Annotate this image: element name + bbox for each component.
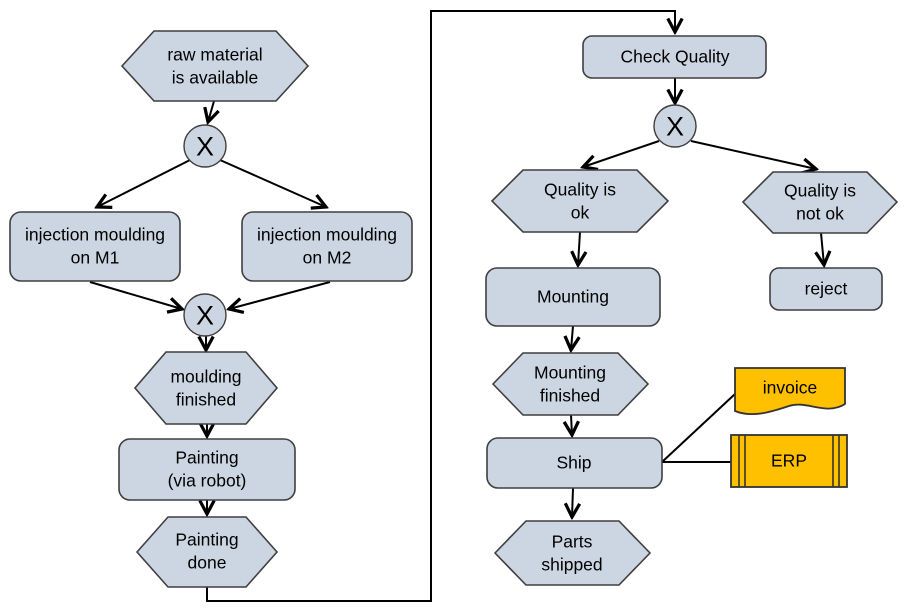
- mounting-function-shape: [485, 267, 661, 327]
- painting-function-shape: [118, 438, 296, 501]
- edge-ship-to-invoice: [661, 393, 736, 463]
- check-quality-function-shape: [582, 35, 767, 79]
- edge-ship-to-parts-shipped: [572, 487, 573, 517]
- moulding-finished-event-shape: [133, 351, 279, 425]
- quality-not-ok-event-shape: [741, 171, 899, 234]
- moulding-m1-function-shape: [9, 211, 181, 282]
- edge-xor1-to-m2: [219, 159, 326, 207]
- edge-mounting-finished-to-ship: [571, 414, 572, 435]
- raw-material-event-shape: [120, 30, 310, 102]
- edge-raw-material-to-xor1: [208, 100, 214, 122]
- quality-ok-event-shape: [490, 169, 670, 233]
- moulding-m2-function-shape: [241, 211, 413, 282]
- edge-xor1-to-m1: [97, 159, 191, 207]
- edge-painting-done-to-check-quality: [206, 10, 675, 602]
- invoice-document-shape: [734, 367, 846, 415]
- reject-function-shape: [769, 267, 883, 311]
- edge-quality-ok-to-mounting: [578, 231, 580, 265]
- xor1-connector-shape: [183, 124, 227, 168]
- edge-quality-not-ok-to-reject: [821, 232, 824, 265]
- edge-xor3-to-quality-ok: [583, 140, 660, 167]
- ship-function-shape: [486, 437, 663, 489]
- parts-shipped-event-shape: [493, 520, 652, 586]
- edge-m2-to-xor2: [229, 281, 331, 309]
- edge-mounting-to-mounting-finished: [571, 325, 573, 350]
- mounting-finished-event-shape: [491, 352, 650, 416]
- edge-xor3-to-quality-not-ok: [690, 140, 816, 169]
- edge-m1-to-xor2: [89, 281, 182, 309]
- painting-done-event-shape: [135, 516, 279, 588]
- xor2-connector-shape: [183, 293, 227, 337]
- xor3-connector-shape: [653, 104, 697, 148]
- erp-system-shape: [730, 434, 848, 488]
